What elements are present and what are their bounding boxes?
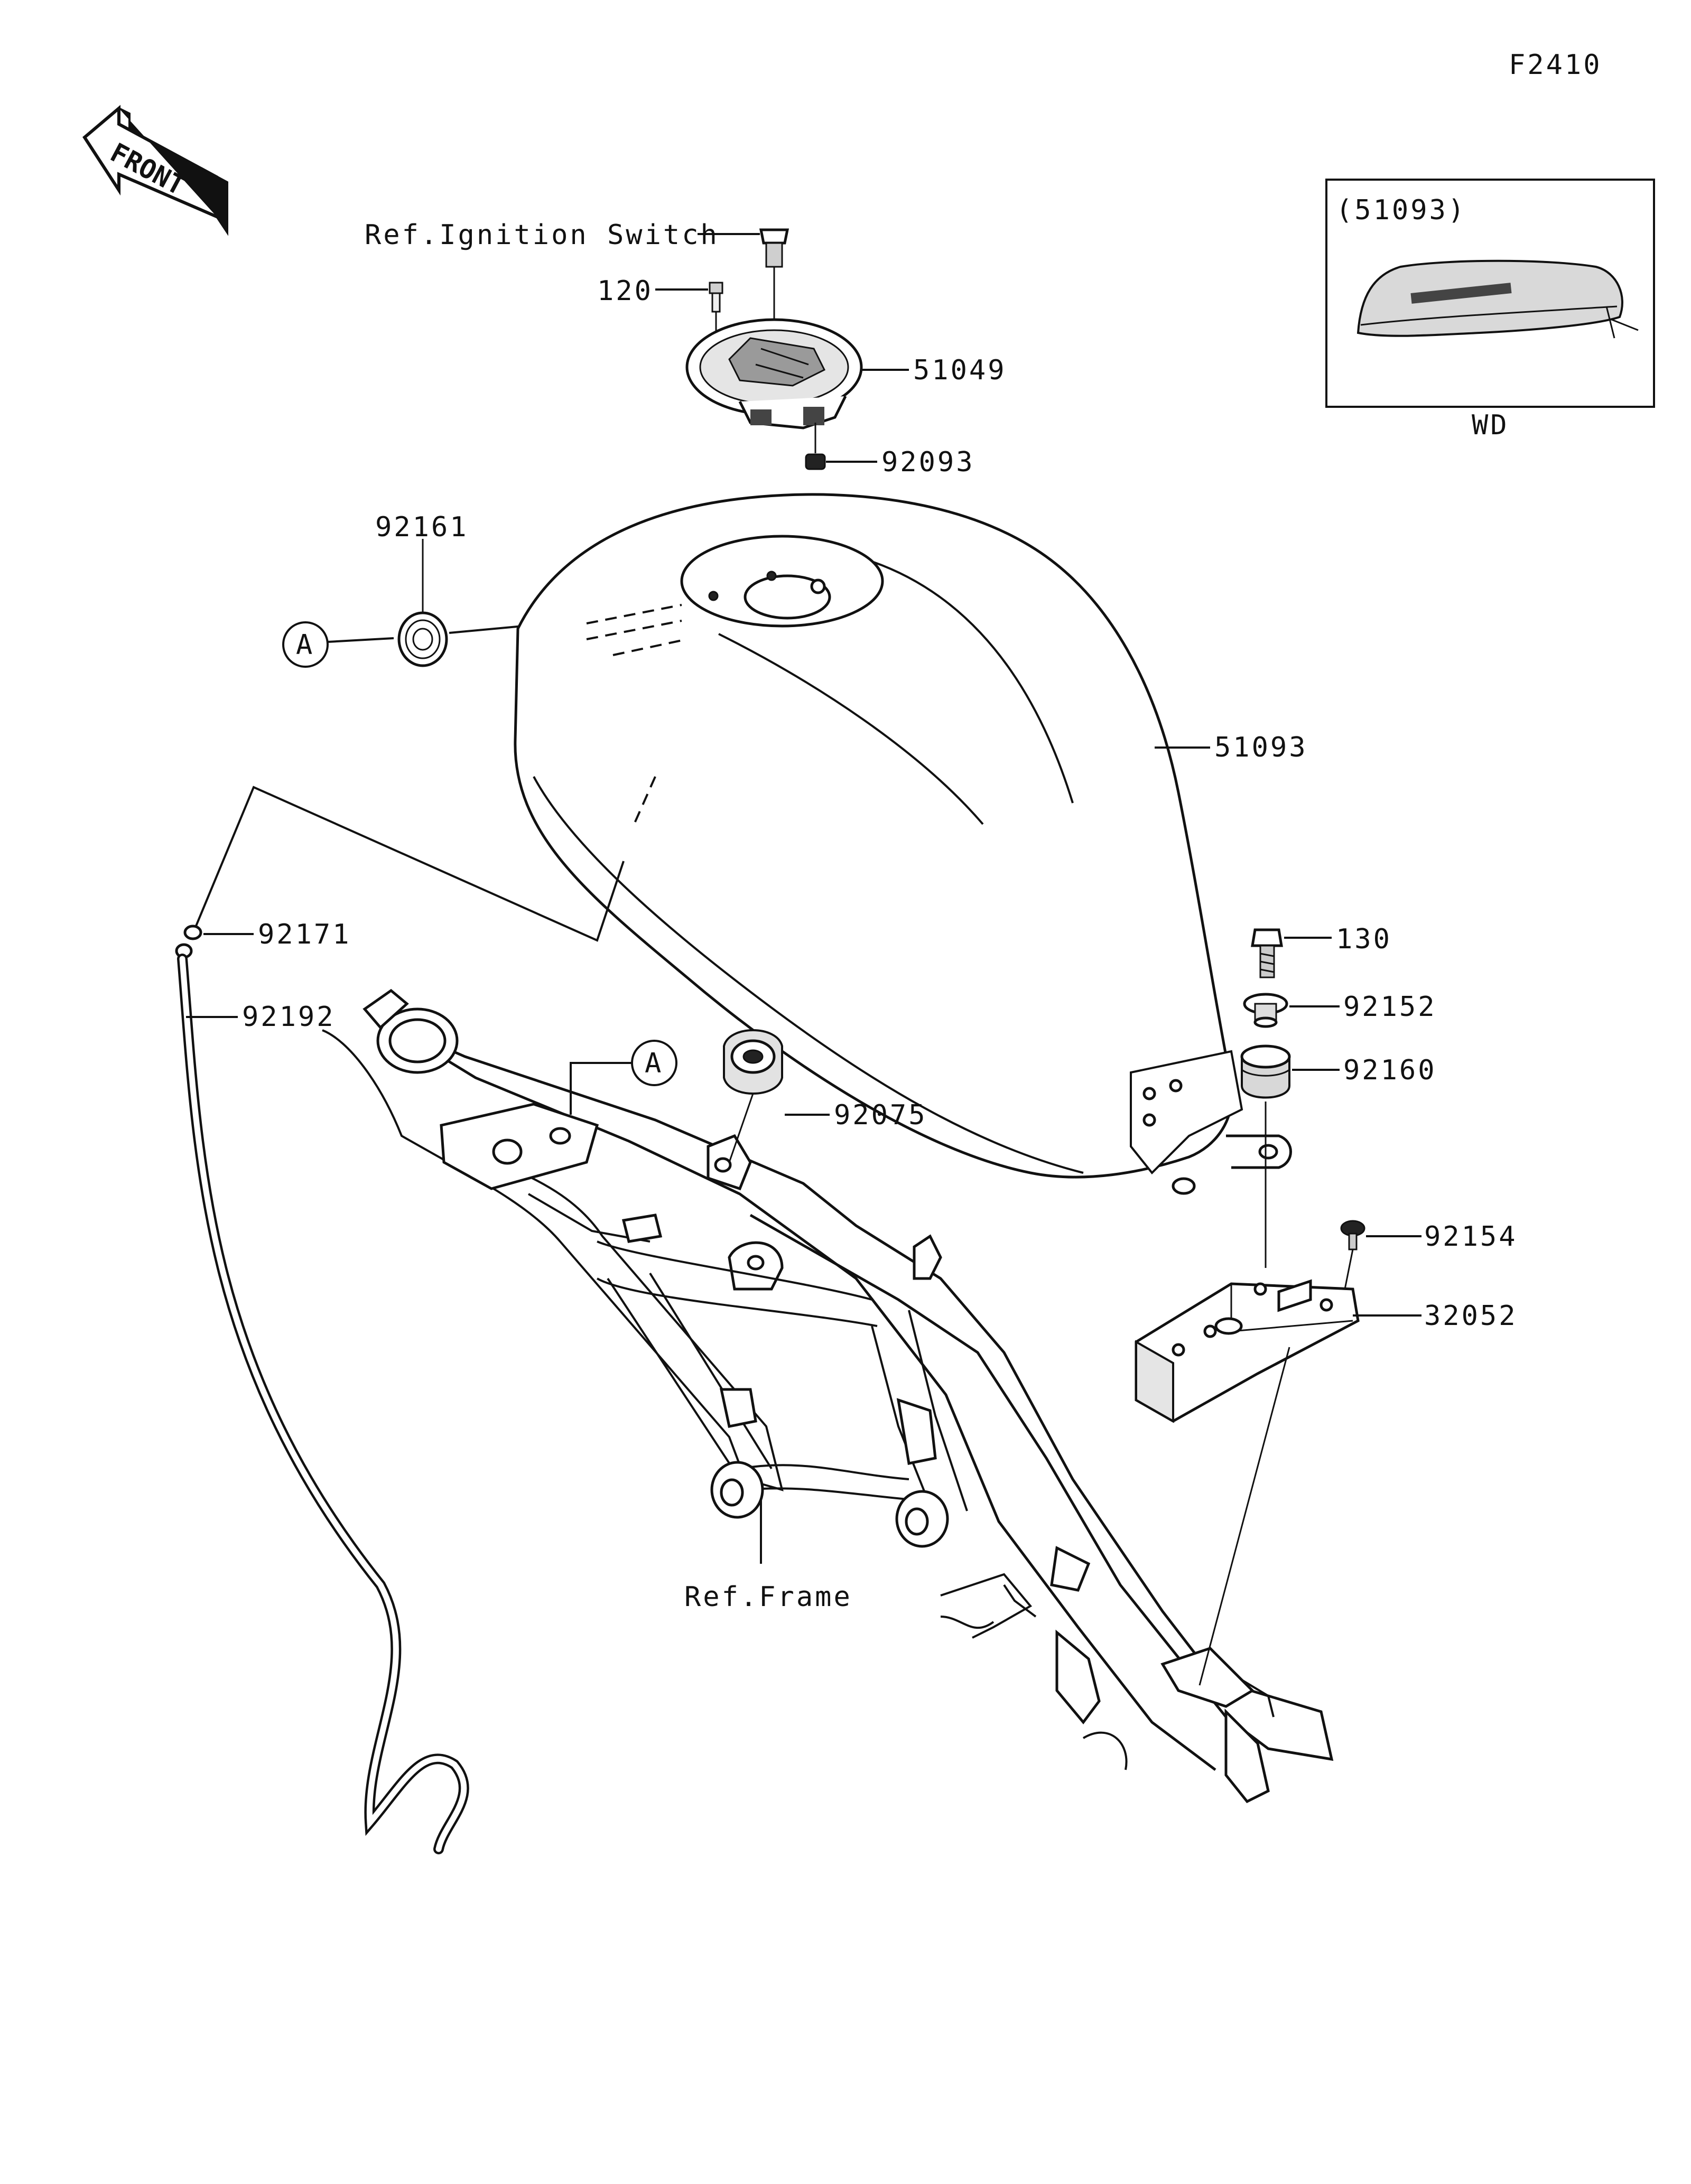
part-32052-label: 32052: [1424, 1300, 1518, 1332]
part-92171-label: 92171: [258, 919, 351, 950]
svg-text:A: A: [296, 629, 314, 661]
ref-ignition-switch-label: Ref.Ignition Switch: [365, 219, 719, 251]
part-92192-label: 92192: [242, 1001, 336, 1033]
frame-assembly: [322, 988, 1334, 1804]
part-130-bolt: [1251, 928, 1332, 978]
part-92161-grommet: [397, 539, 448, 667]
inset-box: (51093) WD: [1325, 179, 1655, 441]
part-92161-label: 92161: [375, 511, 469, 543]
part-92075-label: 92075: [834, 1099, 927, 1131]
part-92075-bushing: [723, 1029, 830, 1163]
inset-part-number: (51093): [1336, 194, 1466, 226]
part-51093-label: 51093: [1214, 732, 1308, 763]
part-92093-nut: [805, 423, 877, 470]
part-92154-screw: [1340, 1220, 1421, 1250]
ref-frame-label: Ref.Frame: [684, 1581, 852, 1613]
svg-text:A: A: [645, 1048, 663, 1079]
part-92093-label: 92093: [881, 446, 975, 478]
part-92152-label: 92152: [1343, 991, 1437, 1023]
part-92160-damper: [1240, 1044, 1340, 1268]
front-arrow-icon: FRONT: [82, 105, 228, 236]
ignition-screw: [698, 228, 789, 338]
part-92152-collar: [1243, 993, 1340, 1028]
inset-variant-label: WD: [1472, 409, 1509, 441]
fuel-tank-51093: [514, 493, 1292, 1195]
part-51049-label: 51049: [913, 354, 1007, 386]
diagram-code: F2410: [1509, 49, 1602, 81]
breather-hose-92192: [175, 786, 625, 1854]
fuel-cap-51049: [685, 318, 909, 430]
part-120-label: 120: [597, 275, 653, 307]
part-130-label: 130: [1336, 923, 1392, 955]
part-120-screw: [655, 282, 723, 343]
part-92160-label: 92160: [1343, 1054, 1437, 1086]
part-92154-label: 92154: [1424, 1221, 1518, 1253]
callout-a-frame: A: [570, 1040, 677, 1115]
part-32052-bracket: [1135, 1249, 1421, 1686]
